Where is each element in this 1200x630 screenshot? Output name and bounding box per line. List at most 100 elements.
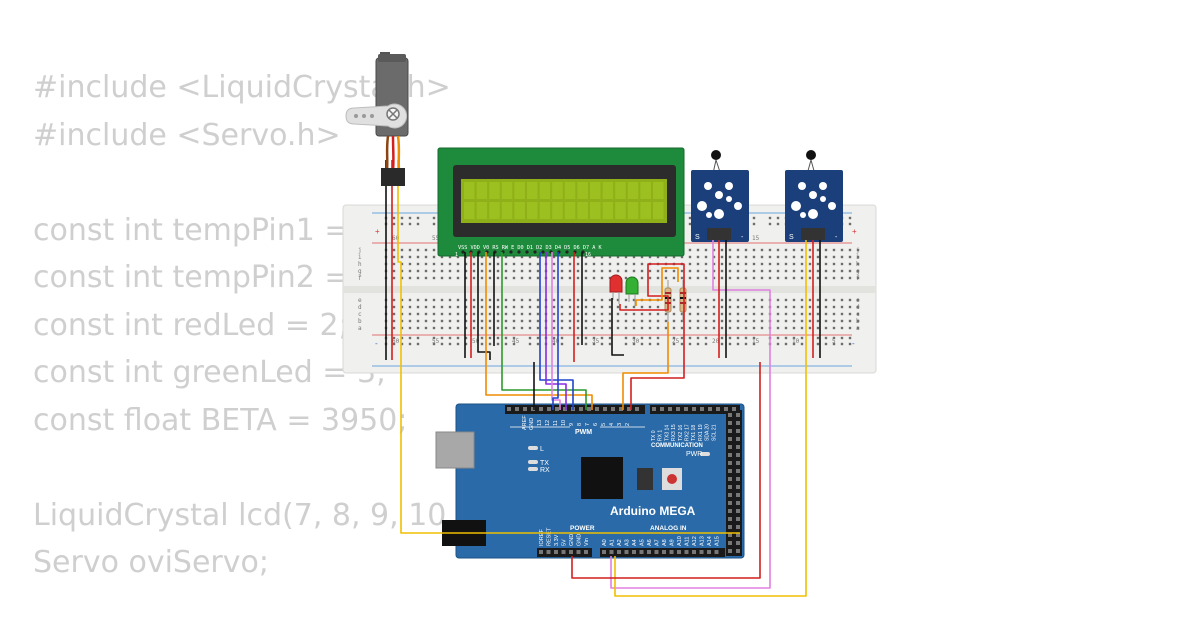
pin-label: RX 1 [658,430,664,441]
column-number: 55 [432,338,440,345]
pin-label: GND [529,418,535,430]
lcd-pin-labels: VSS VDD V0 RS RW E D0 D1 D2 D3 D4 D5 D6 … [458,245,603,251]
pin-label: TX1 18 [691,425,697,441]
row-label: e [358,297,362,304]
row-label: d [856,304,860,311]
row-label: j [856,247,860,254]
row-label: h [358,261,362,268]
pin-label: SCL 21 [711,424,717,441]
pwr-label: PWR [686,451,702,458]
thermistor-icon [711,150,721,160]
pin-label: A8 [662,539,668,546]
row-label: i [358,254,362,261]
row-label: b [358,318,362,325]
led-tx-label: TX [540,460,549,467]
pin-label: A3 [625,539,631,546]
arduino-pin-holes [507,407,740,554]
pin-label: A14 [707,536,713,546]
rail-minus-label-right: - [852,339,855,348]
sensor2-minus-label: - [835,234,838,241]
row-label: c [856,311,860,318]
lcd-pin-last: 16 [585,252,591,258]
pin-label: Vin [584,538,590,546]
column-number: 60 [392,338,400,345]
pin-label: 3.3V [554,534,560,546]
thermistor-icon [806,150,816,160]
pin-label: 2 [625,423,631,426]
lcd-character-cells [464,182,664,219]
temperature-sensor-1: S - [691,150,749,242]
pin-label: A1 [610,539,616,546]
led-rx-label: RX [540,467,550,474]
row-label: g [358,268,362,275]
pin-label: GND [569,534,575,546]
pin-label: A12 [692,536,698,546]
pin-label: 12 [545,420,551,426]
column-number: 15 [752,235,760,242]
arduino-mega-board: L TX RX PWR PWM COMMUNICATION Arduino ME… [435,403,745,559]
column-number: 55 [432,235,440,242]
column-number: 15 [752,338,760,345]
row-label: d [358,304,362,311]
row-label: i [856,254,860,261]
row-label: h [856,261,860,268]
board-name: Arduino MEGA [610,504,696,518]
pin-label: 6 [593,423,599,426]
pin-label: 8 [577,423,583,426]
sensor1-minus-label: - [741,234,744,241]
code-line: #include <Servo.h> [33,117,341,153]
wires [385,160,821,597]
pin-label: 13 [537,420,543,426]
icsp-header [637,468,653,490]
pin-label: 5 [601,423,607,426]
row-label: j [358,247,362,254]
row-label: a [358,325,362,332]
column-number: 10 [792,338,800,345]
row-label: b [856,318,860,325]
row-label: c [358,311,362,318]
sensor1-s-label: S [695,234,700,241]
pin-label: RX1 19 [698,424,704,441]
pin-label: A13 [700,536,706,546]
pin-label: TX 0 [651,430,657,441]
pin-label: A6 [647,539,653,546]
usb-port [435,431,475,469]
rail-minus-label: - [375,339,378,348]
code-line: Servo oviServo; [33,545,269,580]
column-number: 35 [592,338,600,345]
pin-label: A2 [617,539,623,546]
pin-label: A15 [715,536,721,546]
pin-label: A4 [632,539,638,546]
pin-label: GND [577,534,583,546]
rail-plus-label-right: + [852,227,857,236]
row-label: g [856,268,860,275]
pin-label: 11 [553,420,559,426]
pin-label: 3 [617,423,623,426]
pin-label: A5 [640,539,646,546]
analog-in-label: ANALOG IN [650,525,687,532]
pin-label: A0 [602,539,608,546]
microcontroller-chip [581,457,623,499]
pin-label: SDA 20 [705,424,711,441]
lcd-pin-first: 1 [455,252,458,258]
pin-label: RX3 15 [671,424,677,441]
red-led [609,274,623,304]
row-label: f [358,275,362,282]
pin-label: RESET [547,527,553,546]
pin-label: TX2 16 [678,425,684,441]
pin-label: AREF [522,415,528,430]
pin-label: 9 [569,423,575,426]
power-label: POWER [570,525,595,532]
rail-plus-label: + [375,227,380,236]
row-label: f [856,275,860,282]
pin-label: 7 [585,423,591,426]
pin-label: 5V [562,539,568,546]
green-led [625,276,639,306]
column-number: 40 [552,338,560,345]
pin-label: A11 [685,537,691,546]
